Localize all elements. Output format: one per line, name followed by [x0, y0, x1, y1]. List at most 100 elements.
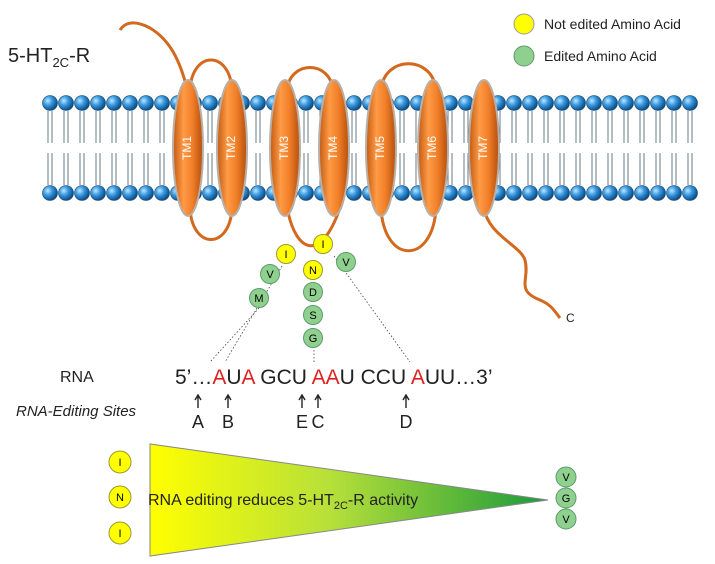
lipid-head — [138, 185, 154, 201]
editing-site-letter: B — [222, 412, 234, 432]
residue-letter: V — [342, 257, 350, 269]
lipid-tails — [623, 111, 629, 185]
rna-label: RNA — [60, 369, 94, 386]
rna-nucleotide: UU…3’ — [425, 366, 493, 389]
residue-letter: I — [118, 457, 121, 469]
rna-edited-nucleotide: A — [326, 366, 340, 389]
lipid-tails — [575, 111, 581, 185]
residue-letter: N — [309, 265, 317, 277]
lipid-tails — [591, 111, 597, 185]
unedited-residues-column: I N I — [108, 450, 132, 545]
residue-not-edited — [303, 260, 323, 280]
rna-edited-nucleotide: A — [312, 366, 326, 389]
lipid-tails — [111, 111, 117, 185]
residue-letter: I — [284, 249, 287, 261]
rna-edited-nucleotide: A — [212, 366, 226, 389]
lipid-head — [650, 185, 666, 201]
lipid-head — [154, 95, 170, 111]
rna-nucleotide: U CCU — [340, 366, 411, 389]
rna-edited-nucleotide: A — [411, 366, 425, 389]
helix-label: TM6 — [425, 136, 439, 160]
intracellular-loop-2 — [286, 207, 342, 248]
residue-edited — [555, 466, 577, 488]
c-terminus-label: C — [566, 311, 575, 325]
residue-letter: V — [562, 472, 570, 484]
lipid-head — [570, 185, 586, 201]
lipid-head — [122, 95, 138, 111]
lipid-head — [138, 95, 154, 111]
residue-letter: I — [118, 528, 121, 540]
residue-letter: M — [254, 293, 263, 305]
lipid-head — [250, 95, 266, 111]
residue-letter: V — [266, 269, 274, 281]
helix-tm7 — [468, 79, 500, 217]
c-terminus-tail — [482, 207, 562, 319]
helix-label: TM1 — [180, 136, 194, 160]
residue-letter: N — [116, 492, 124, 504]
lipid-head — [618, 185, 634, 201]
intracellular-loop-1 — [188, 207, 234, 241]
legend-swatch-not-edited — [513, 13, 535, 35]
lipid-tails — [559, 111, 565, 185]
lipid-head — [522, 95, 538, 111]
lipid-tails — [543, 111, 549, 185]
editing-site-letter: E — [296, 412, 308, 432]
helix-tm1 — [172, 79, 204, 217]
lipid-head — [58, 185, 74, 201]
lipid-head — [394, 95, 410, 111]
lipid-head — [202, 95, 218, 111]
lipid-head — [106, 95, 122, 111]
lipid-head — [666, 185, 682, 201]
lipid-tails — [303, 111, 309, 185]
lipid-tails — [207, 111, 213, 185]
residue-edited — [249, 288, 269, 308]
lipid-head — [554, 185, 570, 201]
loop-residues: I N I V M D S G V — [249, 234, 356, 348]
editing-site-arrow — [314, 393, 322, 408]
lipid-head — [122, 185, 138, 201]
lipid-head — [634, 185, 650, 201]
lipid-tails — [671, 111, 677, 185]
lipid-head — [394, 185, 410, 201]
lipid-tails — [63, 111, 69, 185]
legend-swatch-edited — [513, 45, 535, 67]
intracellular-loop-3 — [379, 207, 438, 252]
editing-site-letter: D — [400, 412, 413, 432]
residue-edited — [303, 305, 323, 325]
lipid-head — [298, 185, 314, 201]
rna-nucleotide: U — [226, 366, 241, 389]
lipid-head — [506, 185, 522, 201]
extracellular-loop-1 — [188, 58, 234, 91]
lipid-head — [506, 95, 522, 111]
residue-letter: G — [309, 333, 318, 345]
residue-letter: I — [321, 239, 324, 251]
lipid-head — [538, 95, 554, 111]
connector-right — [333, 255, 411, 363]
editing-site-letter: C — [312, 412, 325, 432]
helix-tm4 — [318, 79, 350, 217]
lipid-tails — [527, 111, 533, 185]
residue-edited — [303, 282, 323, 302]
lipid-head — [682, 185, 698, 201]
lipid-head — [586, 95, 602, 111]
lipid-tails — [255, 111, 261, 185]
residue-not-edited — [313, 234, 333, 254]
residue-not-edited — [276, 244, 296, 264]
helix-tm5 — [365, 79, 397, 217]
lipid-head — [202, 185, 218, 201]
lipid-head — [570, 95, 586, 111]
extracellular-loop-2 — [285, 66, 335, 91]
lipid-head — [650, 95, 666, 111]
helix-label: TM7 — [476, 136, 490, 160]
lipid-tails — [511, 111, 517, 185]
helix-label: TM5 — [373, 136, 387, 160]
rna-edited-nucleotide: A — [242, 366, 256, 389]
residue-not-edited — [108, 450, 132, 474]
residue-edited — [555, 487, 577, 509]
residue-letter: D — [309, 287, 317, 299]
helix-tm3 — [269, 79, 301, 217]
lipid-head — [154, 185, 170, 201]
